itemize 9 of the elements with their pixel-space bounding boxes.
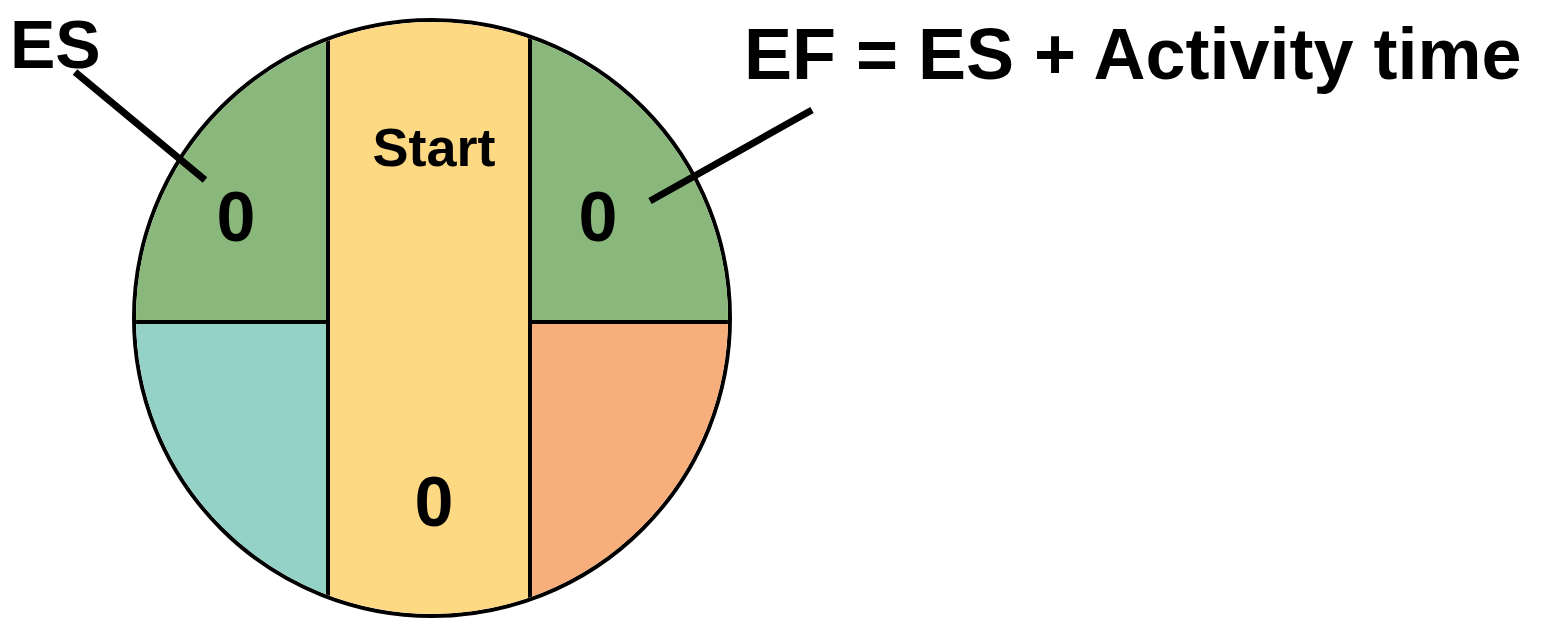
node-circle xyxy=(132,18,732,618)
center-band xyxy=(326,22,532,614)
start-label: Start xyxy=(372,120,496,174)
leader-line xyxy=(648,106,814,205)
value-text: 0 xyxy=(414,467,454,537)
term-label: ES xyxy=(10,10,101,78)
value-text: 0 xyxy=(578,182,618,252)
leader-line xyxy=(72,69,208,183)
value-text: 0 xyxy=(216,182,256,252)
